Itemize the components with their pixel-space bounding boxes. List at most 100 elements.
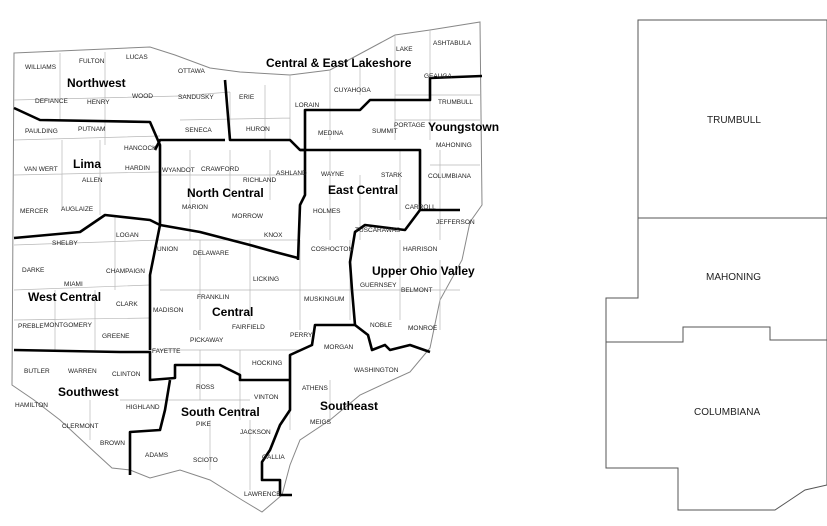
- county-label: LORAIN: [295, 102, 320, 109]
- county-label: MARION: [182, 204, 208, 211]
- region-label-west-central: West Central: [28, 290, 101, 304]
- county-label: HENRY: [87, 99, 110, 106]
- county-label: TRUMBULL: [438, 99, 473, 106]
- county-label: WILLIAMS: [25, 64, 57, 71]
- county-label: ADAMS: [145, 452, 169, 459]
- inset-county-columbiana: [605, 326, 827, 511]
- region-label-south-central: South Central: [181, 405, 260, 419]
- county-label: NOBLE: [370, 322, 393, 329]
- county-label: GEAUGA: [424, 73, 452, 80]
- county-label: CLINTON: [112, 371, 141, 378]
- county-label: HOCKING: [252, 360, 282, 367]
- county-label: HARRISON: [403, 246, 438, 253]
- region-label-southwest: Southwest: [58, 385, 119, 399]
- county-label: FRANKLIN: [197, 294, 229, 301]
- county-label: SUMMIT: [372, 128, 398, 135]
- county-label: DEFIANCE: [35, 98, 69, 105]
- county-label: LOGAN: [116, 232, 139, 239]
- county-label: SENECA: [185, 127, 212, 134]
- county-label: FAYETTE: [152, 348, 181, 355]
- county-label: HURON: [246, 126, 270, 133]
- county-label: OTTAWA: [178, 68, 206, 75]
- county-label: CUYAHOGA: [334, 87, 371, 94]
- county-label: PAULDING: [25, 128, 58, 135]
- county-label: ERIE: [239, 94, 255, 101]
- county-label: ATHENS: [302, 385, 329, 392]
- county-label: ROSS: [196, 384, 215, 391]
- county-label: DARKE: [22, 267, 45, 274]
- county-label: COSHOCTON: [311, 246, 353, 253]
- county-label: RICHLAND: [243, 177, 277, 184]
- region-label-upper-ohio-valley: Upper Ohio Valley: [372, 264, 475, 278]
- county-label: HANCOCK: [124, 145, 157, 152]
- county-label: WAYNE: [321, 171, 345, 178]
- region-label-lima: Lima: [73, 157, 101, 171]
- county-label: MONTGOMERY: [44, 322, 93, 329]
- county-label: HOLMES: [313, 208, 341, 215]
- county-label: CLERMONT: [62, 423, 99, 430]
- county-label: MEIGS: [310, 419, 332, 426]
- inset-map: TRUMBULL MAHONING COLUMBIANA: [605, 19, 827, 511]
- county-label: MADISON: [153, 307, 184, 314]
- county-label: ASHTABULA: [433, 40, 472, 47]
- county-label: TUSCARAWAS: [355, 227, 401, 234]
- county-label: CRAWFORD: [201, 166, 239, 173]
- county-label: BUTLER: [24, 368, 50, 375]
- region-label-east-central: East Central: [328, 183, 398, 197]
- county-label: PICKAWAY: [190, 337, 224, 344]
- county-label: UNION: [157, 246, 178, 253]
- county-label: STARK: [381, 172, 403, 179]
- county-label: JACKSON: [240, 429, 271, 436]
- county-label: LAKE: [396, 46, 413, 53]
- county-label: PIKE: [196, 421, 211, 428]
- region-label-north-central: North Central: [187, 186, 264, 200]
- county-label: PERRY: [290, 332, 313, 339]
- county-label: KNOX: [264, 232, 283, 239]
- region-label-central-east-lakeshore: Central & East Lakeshore: [266, 56, 412, 70]
- county-label: BROWN: [100, 440, 125, 447]
- county-label: LAWRENCE: [244, 491, 281, 498]
- county-label: VAN WERT: [24, 166, 58, 173]
- county-label: PUTNAM: [78, 126, 105, 133]
- county-label: JEFFERSON: [436, 219, 475, 226]
- inset-label-trumbull: TRUMBULL: [707, 115, 761, 126]
- county-label: WYANDOT: [162, 167, 195, 174]
- county-label: MAHONING: [436, 142, 472, 149]
- county-label: ASHLAND: [276, 170, 307, 177]
- county-label: HIGHLAND: [126, 404, 160, 411]
- county-label: MEDINA: [318, 130, 344, 137]
- county-label: LICKING: [253, 276, 279, 283]
- region-label-northwest: Northwest: [67, 76, 126, 90]
- inset-county-trumbull: [637, 19, 827, 219]
- region-label-central: Central: [212, 305, 253, 319]
- county-label: VINTON: [254, 394, 279, 401]
- county-label: GALLIA: [262, 454, 285, 461]
- county-label: MORROW: [232, 213, 264, 220]
- county-label: FAIRFIELD: [232, 324, 265, 331]
- county-label: HAMILTON: [15, 402, 48, 409]
- county-label: FULTON: [79, 58, 105, 65]
- inset-label-columbiana: COLUMBIANA: [694, 407, 760, 418]
- county-label: CHAMPAIGN: [106, 268, 145, 275]
- inset-label-mahoning: MAHONING: [706, 272, 761, 283]
- county-label: LUCAS: [126, 54, 148, 61]
- county-label: WOOD: [132, 93, 153, 100]
- county-label: PREBLE: [18, 323, 44, 330]
- county-label: BELMONT: [401, 287, 432, 294]
- county-label: SANDUSKY: [178, 94, 214, 101]
- county-label: PORTAGE: [394, 122, 426, 129]
- county-label: WARREN: [68, 368, 97, 375]
- county-label: AUGLAIZE: [61, 206, 94, 213]
- region-label-youngstown: Youngstown: [428, 120, 499, 134]
- county-label: GREENE: [102, 333, 130, 340]
- county-label: CARROLL: [405, 204, 436, 211]
- county-label: SCIOTO: [193, 457, 218, 464]
- county-label: MUSKINGUM: [304, 296, 344, 303]
- county-label: SHELBY: [52, 240, 78, 247]
- county-label: WASHINGTON: [354, 367, 399, 374]
- county-label: ALLEN: [82, 177, 103, 184]
- region-labels: Northwest Central & East Lakeshore Young…: [28, 56, 499, 419]
- county-label: GUERNSEY: [360, 282, 397, 289]
